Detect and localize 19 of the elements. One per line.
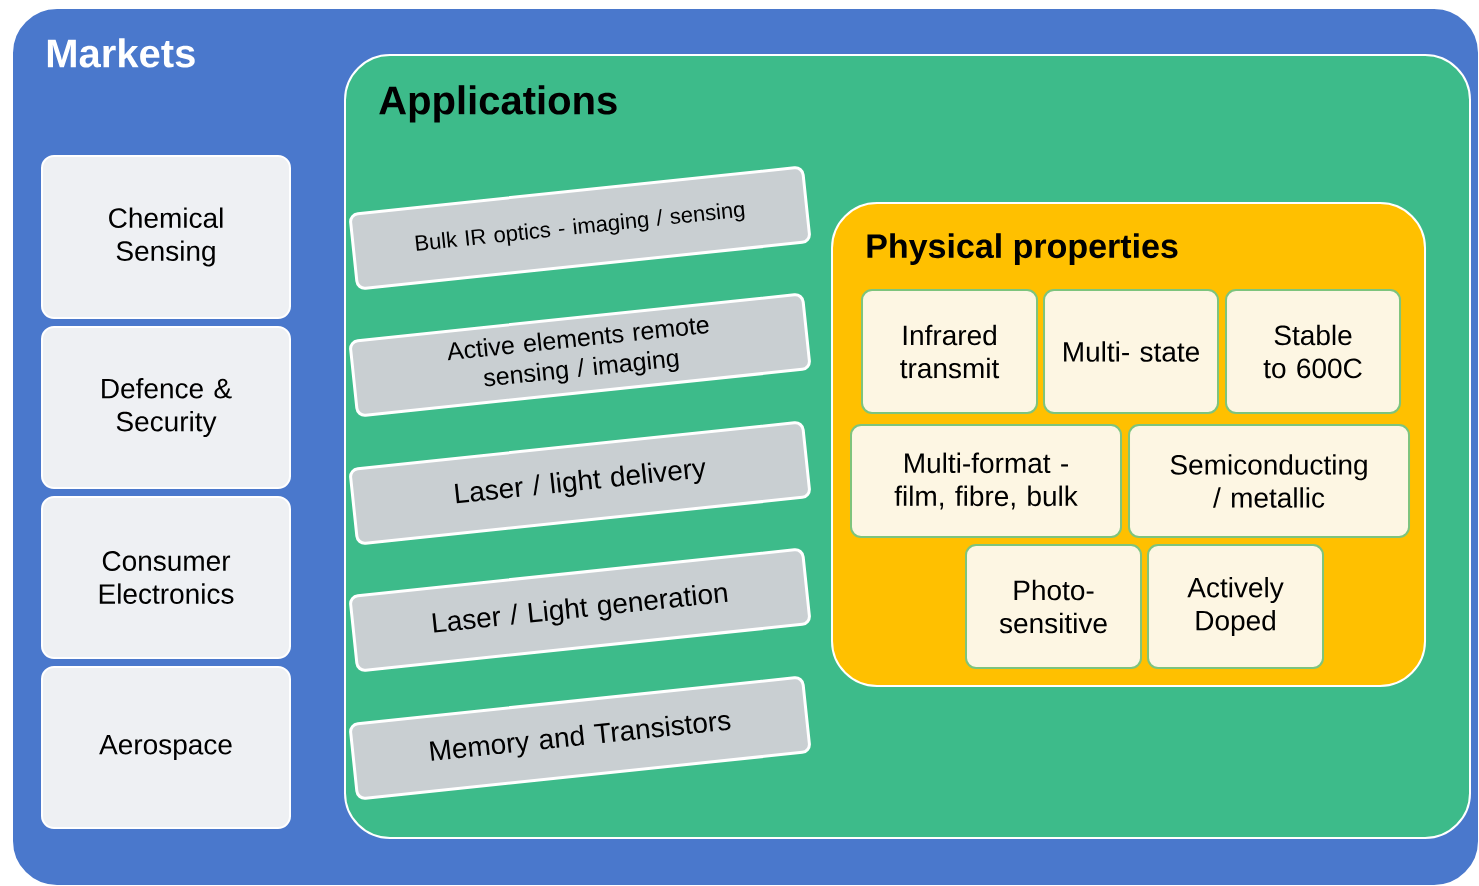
market-box: Consumer Electronics (41, 496, 291, 659)
market-box: Aerospace (41, 666, 291, 829)
property-box: Photo- sensitive (965, 544, 1142, 669)
property-box: Multi- state (1043, 289, 1219, 414)
application-bar: Laser / Light generation (349, 548, 811, 672)
property-box: Multi-format - film, fibre, bulk (850, 424, 1122, 538)
application-bar: Memory and Transistors (349, 676, 811, 800)
property-box: Actively Doped (1147, 544, 1324, 669)
panel-heading: Physical properties (867, 233, 1178, 265)
property-box: Infrared transmit (861, 289, 1038, 414)
property-box: Semiconducting / metallic (1128, 424, 1410, 538)
panel-heading: Markets (47, 38, 195, 68)
market-box: Defence & Security (41, 326, 291, 489)
market-box: Chemical Sensing (41, 155, 291, 319)
application-bar: Laser / light delivery (349, 421, 811, 545)
application-bar: Active elements remote sensing / imaging (349, 293, 811, 417)
property-box: Stable to 600C (1225, 289, 1401, 414)
panel-heading: Applications (379, 85, 617, 123)
application-bar: Bulk IR optics - imaging / sensing (349, 166, 811, 290)
